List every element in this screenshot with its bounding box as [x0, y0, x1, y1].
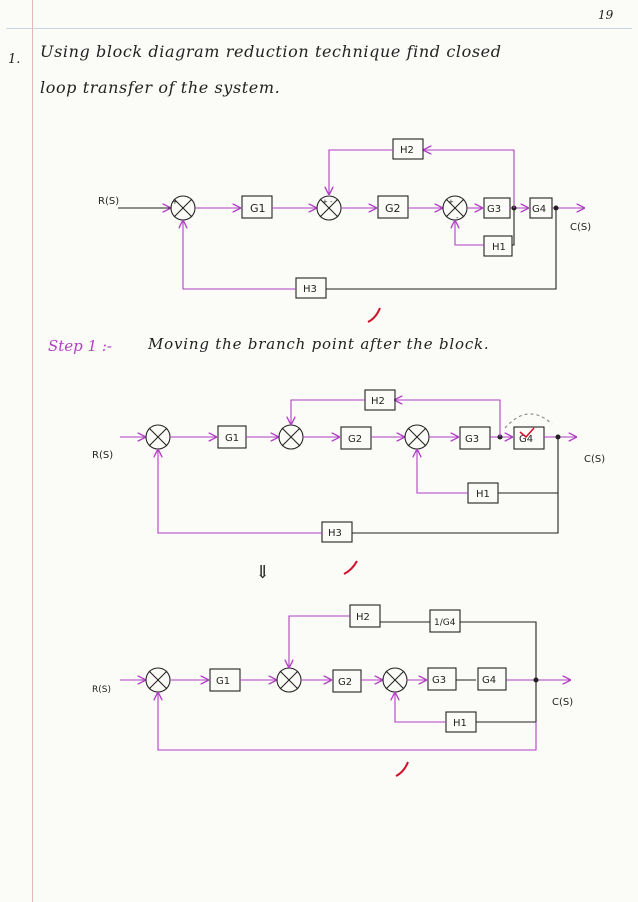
d1-input-label: R(S) — [98, 196, 119, 207]
reduction-arrow: ⇓ — [255, 562, 271, 583]
d2-g1-label: G1 — [225, 433, 239, 444]
d3-g4-label: G4 — [482, 675, 496, 686]
d2-h3-label: H3 — [328, 528, 342, 539]
svg-text:+: + — [322, 198, 328, 206]
d3-g2-label: G2 — [338, 677, 352, 688]
diagram-3: R(S) G1 G2 G3 G4 C(S) — [92, 604, 573, 751]
d1-block-h3 — [295, 277, 327, 299]
d3-output-label: C(S) — [552, 697, 573, 708]
d2-h2-label: H2 — [371, 396, 385, 407]
step-text: Moving the branch point after the block. — [148, 335, 490, 353]
d1-h3-label: H3 — [303, 284, 317, 295]
d3-block-g3 — [427, 667, 457, 691]
diagram-1: R(S) G1 G2 G3 — [98, 138, 591, 299]
d3-block-g4 — [477, 667, 507, 691]
d1-block-g2 — [377, 195, 409, 219]
d1-h1-label: H1 — [492, 242, 506, 253]
d1-g3-label: G3 — [487, 204, 501, 215]
svg-text:-: - — [183, 216, 186, 224]
d3-input-label: R(S) — [92, 685, 111, 695]
d1-block-g1 — [241, 195, 273, 219]
svg-text:-: - — [456, 214, 459, 222]
d2-g2-label: G2 — [348, 434, 362, 445]
d1-g4-label: G4 — [532, 204, 546, 215]
d2-output-label: C(S) — [584, 454, 605, 465]
d3-block-g2 — [332, 669, 362, 693]
d1-check-mark — [367, 307, 381, 323]
svg-text:+: + — [448, 198, 454, 206]
d2-g3-label: G3 — [465, 434, 479, 445]
d3-g1-label: G1 — [216, 676, 230, 687]
d2-check-mark — [343, 560, 358, 575]
d1-block-h2 — [392, 138, 424, 160]
d1-output-label: C(S) — [570, 222, 591, 233]
step-label: Step 1 :- — [48, 337, 112, 355]
svg-text:+: + — [172, 198, 178, 206]
d2-block-h3 — [321, 521, 353, 543]
d2-block-g3 — [459, 426, 491, 450]
question-line-1: Using block diagram reduction technique … — [40, 42, 502, 61]
margin-line — [32, 0, 33, 902]
d3-h2-label: H2 — [356, 612, 370, 623]
d2-input-label: R(S) — [92, 450, 113, 461]
page-number: 19 — [598, 8, 614, 22]
d1-g2-label: G2 — [385, 202, 401, 215]
d1-block-h1 — [483, 235, 513, 257]
question-number: 1. — [8, 52, 21, 67]
d3-h1-label: H1 — [453, 718, 467, 729]
d1-g1-label: G1 — [250, 202, 266, 215]
d3-check-mark — [395, 761, 409, 777]
d2-g4-label: G4 — [519, 434, 533, 445]
question-line-2: loop transfer of the system. — [40, 78, 281, 97]
diagram-2: R(S) G1 G2 G3 G4 C(S) — [92, 389, 605, 543]
d2-block-g4 — [513, 426, 545, 450]
ruled-line — [6, 28, 632, 29]
svg-text:-: - — [330, 198, 333, 206]
d2-block-g2 — [340, 426, 372, 450]
d3-1-over-g4-label: 1/G4 — [434, 618, 456, 628]
d2-h1-label: H1 — [476, 489, 490, 500]
d3-block-1-over-g4 — [429, 609, 461, 633]
d1-h2-label: H2 — [400, 145, 414, 156]
d3-g3-label: G3 — [432, 675, 446, 686]
